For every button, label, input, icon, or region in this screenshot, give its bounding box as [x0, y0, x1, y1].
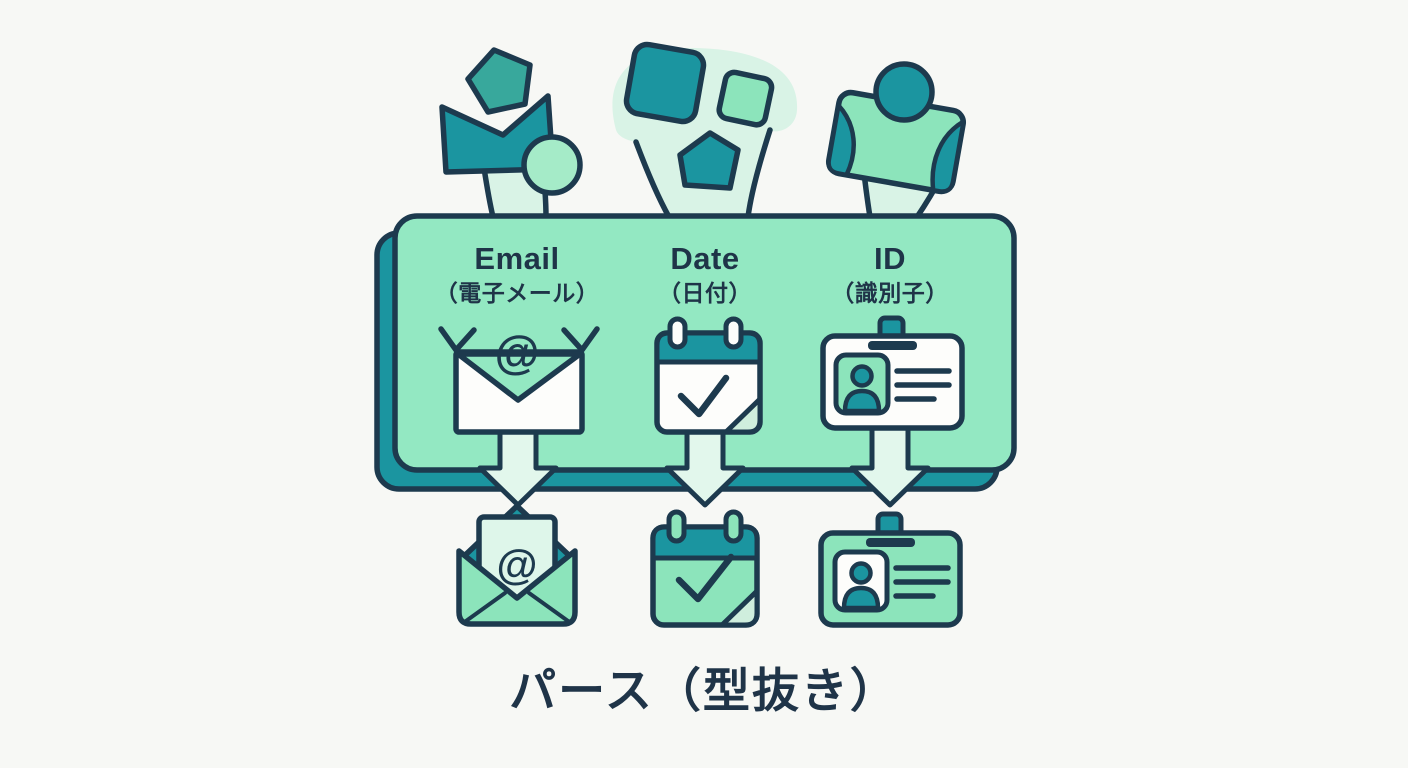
raw-shapes-email: [439, 47, 583, 196]
email-output-icon: @: [456, 503, 578, 627]
email-label-ja: （電子メール）: [434, 279, 600, 306]
person-body: [842, 388, 882, 414]
id-label-ja: （識別子）: [831, 279, 949, 306]
raw-circle-shape: [873, 61, 935, 123]
raw-pentagon-shape: [465, 47, 533, 115]
email-template-icon: @: [438, 326, 600, 435]
raw-square-small: [716, 69, 775, 128]
at-symbol: @: [495, 326, 540, 378]
folded-corner: [719, 588, 760, 628]
id-column-label: ID （識別子）: [740, 241, 1040, 306]
id-down-arrow: [849, 421, 931, 508]
id-template-icon: [820, 315, 965, 431]
raw-shapes-date: [623, 41, 775, 191]
raw-square-large: [623, 41, 707, 125]
date-output-icon: [650, 509, 760, 628]
person-head: [850, 364, 874, 388]
raw-card-shape: [825, 89, 967, 195]
date-column-label: Date （日付）: [555, 241, 855, 306]
raw-circle-shape: [521, 134, 583, 196]
date-label-ja: （日付）: [658, 279, 752, 306]
text-lines: [893, 565, 951, 599]
folded-corner: [723, 396, 763, 435]
date-label-en: Date: [670, 241, 740, 276]
person-body: [841, 585, 881, 611]
date-template-icon: [654, 316, 763, 435]
badge-slot: [866, 538, 915, 547]
raw-shapes-id: [825, 61, 967, 195]
id-output-icon: [818, 511, 963, 628]
person-head: [849, 561, 873, 585]
email-column-label: Email （電子メール）: [367, 241, 667, 306]
id-label-en: ID: [874, 241, 906, 276]
at-symbol: @: [497, 541, 538, 588]
badge-slot: [868, 341, 917, 350]
diagram-title: パース（型抜き）: [509, 664, 899, 717]
text-lines: [894, 368, 952, 402]
checkmark: [677, 374, 730, 418]
raw-pentagon-shape: [677, 130, 741, 191]
email-label-en: Email: [474, 241, 560, 276]
checkmark: [675, 553, 735, 603]
